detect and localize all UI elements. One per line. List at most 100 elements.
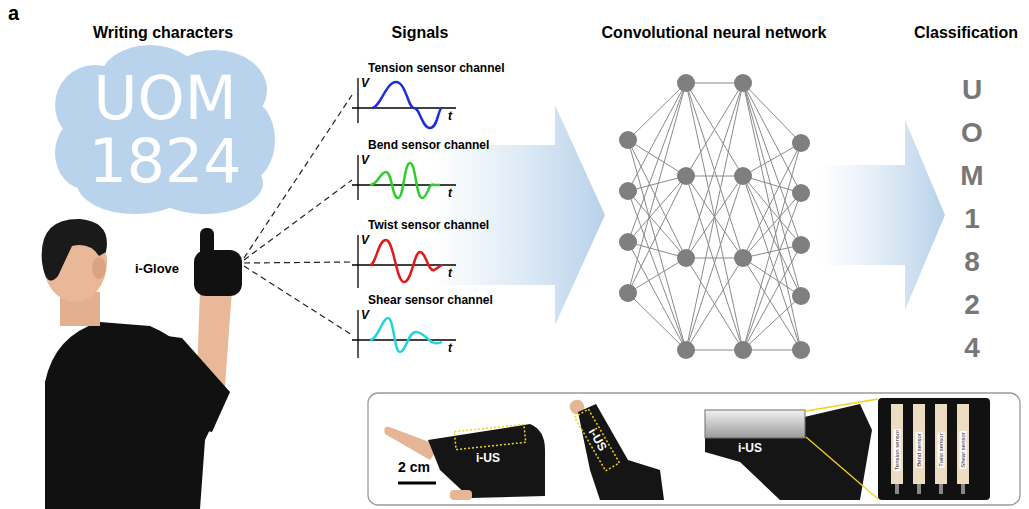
- network-link: [743, 83, 801, 143]
- network-link: [628, 83, 686, 140]
- channel-label: Tension sensor channel: [368, 62, 504, 76]
- sensor-label: Twist sensor: [938, 432, 945, 467]
- network-link: [743, 83, 801, 350]
- network-link: [628, 191, 686, 258]
- network-link: [743, 176, 801, 193]
- tension-signal: [372, 82, 442, 128]
- photo-panel: [368, 393, 1020, 505]
- scale-label: 2 cm: [398, 459, 430, 475]
- neuron: [677, 167, 695, 185]
- leader-line: [244, 262, 352, 263]
- photo-sensors: [878, 398, 990, 500]
- neuron: [792, 341, 810, 359]
- handwritten-text: UOM 1824: [75, 67, 255, 193]
- photo-glove-side: [384, 424, 545, 500]
- photo-glove-front: [568, 398, 664, 500]
- network-link: [686, 83, 743, 350]
- signal-axes: [352, 78, 456, 358]
- sensor-lead: [939, 484, 943, 494]
- network-link: [743, 143, 801, 258]
- photo-glove-device: [705, 399, 878, 500]
- network-link: [743, 296, 801, 350]
- network-link: [686, 176, 743, 350]
- neuron: [734, 249, 752, 267]
- part-label: i-US: [738, 442, 762, 456]
- part-label: i-US: [585, 426, 609, 454]
- person: [42, 219, 242, 509]
- neuron: [734, 74, 752, 92]
- sensor-strip: [913, 404, 925, 484]
- neuron: [734, 341, 752, 359]
- sleeve: [122, 330, 230, 432]
- neuron: [677, 74, 695, 92]
- axis-label: t: [448, 187, 452, 201]
- class-output: 8: [964, 246, 980, 278]
- class-output: U: [962, 74, 982, 106]
- axis: [357, 235, 358, 288]
- network-link: [686, 83, 743, 176]
- axis-label: V: [361, 309, 369, 323]
- network-link: [628, 293, 686, 350]
- zoom-line: [806, 399, 878, 411]
- panel-letter: a: [8, 2, 19, 25]
- sensor-lead: [961, 484, 965, 494]
- network-link: [628, 176, 686, 293]
- neuron: [677, 249, 695, 267]
- axis-label: V: [361, 77, 369, 91]
- network-link: [686, 83, 743, 176]
- axis-label: t: [448, 110, 452, 124]
- axis: [352, 339, 456, 340]
- class-output: 1: [964, 203, 980, 235]
- twist-signal: [370, 240, 442, 282]
- neuron: [677, 341, 695, 359]
- neuron: [792, 134, 810, 152]
- glove-fist: [194, 250, 242, 296]
- channel-label: Shear sensor channel: [368, 294, 493, 308]
- network-link: [628, 140, 686, 350]
- network-link: [743, 176, 801, 245]
- network-link: [686, 83, 743, 258]
- network-link: [628, 191, 686, 350]
- neuron: [734, 167, 752, 185]
- part-label: i-US: [476, 452, 500, 466]
- class-output: M: [960, 160, 983, 192]
- photo-frame: [878, 398, 990, 500]
- class-output: O: [961, 117, 983, 149]
- class-output: 2: [964, 289, 980, 321]
- neuron: [792, 184, 810, 202]
- network-link: [628, 176, 686, 242]
- neuron: [619, 182, 637, 200]
- class-output: 4: [964, 332, 980, 364]
- ear: [92, 257, 106, 279]
- sensor-lead: [895, 484, 899, 494]
- network-link: [628, 83, 686, 242]
- fingertip: [450, 490, 472, 500]
- network-link: [628, 83, 686, 293]
- sensor-label: Tension sensor: [894, 429, 901, 471]
- network-link: [686, 176, 743, 350]
- network-link: [628, 242, 686, 258]
- column-heading: Writing characters: [93, 24, 233, 42]
- sensor-outline: [575, 409, 620, 471]
- network-link: [743, 258, 801, 296]
- network-link: [686, 83, 743, 350]
- axis-label: V: [361, 234, 369, 248]
- column-heading: Convolutional neural network: [602, 24, 827, 42]
- network-link: [686, 83, 743, 258]
- network-link: [743, 176, 801, 350]
- thought-cloud: UOM 1824: [55, 45, 275, 215]
- axis-label: t: [448, 342, 452, 356]
- glove: [705, 404, 872, 500]
- sensor-label: Bend sensor: [916, 432, 923, 468]
- flow-arrow: [820, 120, 945, 310]
- sensor-label: Shear sensor: [960, 431, 967, 469]
- flow-arrow: [430, 105, 605, 325]
- glove: [578, 404, 664, 500]
- sensor-strip: [891, 404, 903, 484]
- node-text-group: UOM 1824: [75, 67, 255, 193]
- column-heading: Signals: [392, 24, 449, 42]
- zoom-line: [806, 437, 878, 499]
- axis-label: t: [448, 267, 452, 281]
- network-link: [628, 258, 686, 293]
